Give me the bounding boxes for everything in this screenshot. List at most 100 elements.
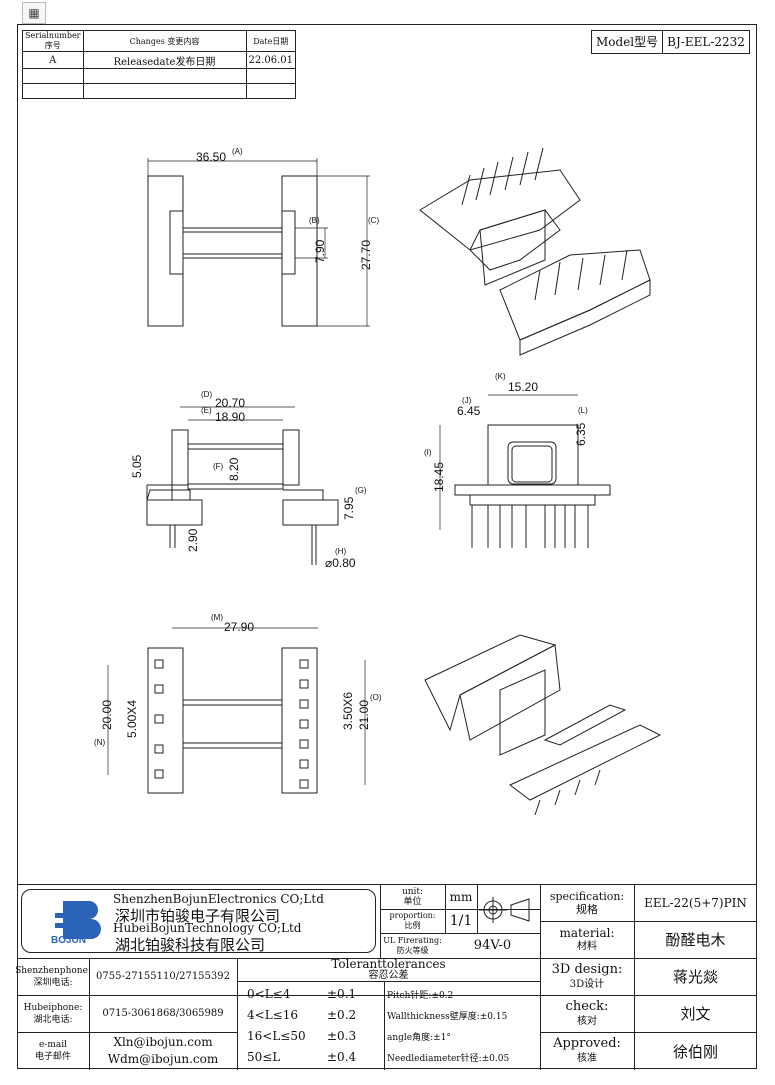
company-en-2: HubeiBojunTechnology CO;Ltd: [113, 921, 302, 935]
tolerance-list: 0<L≤4±0.1 4<L≤16±0.2 16<L≤50 ±0.3 50≤L ±0.…: [247, 984, 382, 1068]
email-cell: Xln@ibojun.com Wdm@ibojun.com: [89, 1032, 237, 1070]
projection-symbol: [479, 895, 535, 925]
dim-a-value: 36.50: [196, 150, 227, 164]
email-label-cn: 电子邮件: [34, 1052, 71, 1062]
tolerance-title-cn: 容忍公差: [368, 969, 409, 981]
dim-j-value: 6.45: [457, 404, 481, 418]
dim-f-value: 8.20: [227, 457, 241, 481]
dim-n-tag: (N): [94, 738, 106, 747]
check-value: 刘文: [680, 1005, 711, 1023]
spec-label-cell: specification: 规格: [540, 885, 634, 921]
dim-d-value: 20.70: [215, 396, 246, 410]
dim-k-value: 15.20: [508, 380, 539, 394]
dim-pitch-left: 5.00X4: [125, 699, 139, 738]
dim-c-tag: (C): [368, 216, 380, 225]
dim-g-value: 7.95: [342, 496, 356, 520]
tolerance-title: Toleranttolerances: [331, 956, 446, 971]
proportion-value: 1/1: [449, 913, 473, 929]
material-value: 酚醛电木: [665, 931, 726, 949]
top-view: [147, 158, 370, 327]
bojun-logo: [55, 897, 105, 949]
design-label: 3D design:: [551, 961, 623, 977]
sz-phone-label: Shenzhenphone:: [15, 965, 91, 976]
angle-note: angle角度:±1°: [387, 1033, 451, 1043]
fire-label-cn: 防火等级: [396, 945, 429, 955]
model-value: BJ-EEL-2232: [662, 31, 749, 53]
unit-value: mm: [449, 890, 473, 904]
bottom-view: [107, 627, 366, 794]
hb-phone: 0715-3061868/3065989: [102, 1008, 224, 1019]
rev-cell-empty: [245, 83, 297, 99]
tolerance-row: 4<L≤16±0.2: [247, 1005, 382, 1026]
dim-m-value: 27.90: [224, 620, 255, 634]
dim-pitch-right: 3.50X6: [341, 691, 355, 730]
spec-label-cn: 规格: [576, 903, 598, 916]
dim-d-tag: (D): [201, 390, 213, 399]
rev-cell-empty: [82, 83, 247, 99]
isometric-view-bottom: [424, 634, 662, 816]
company-en-1: ShenzhenBojunElectronics CO;Ltd: [113, 892, 324, 906]
dim-o-value: 21.00: [357, 699, 371, 730]
dim-c-value: 27.70: [359, 239, 373, 270]
tolerance-notes: Pitch针距:±0.2 Wallthickness壁厚度:±0.15 angl…: [387, 986, 539, 1070]
dim-b-tag: (B): [309, 216, 320, 225]
dim-a-tag: (A): [232, 147, 243, 156]
fire-value: 94V-0: [473, 938, 512, 953]
dim-f-tag: (F): [213, 462, 224, 471]
design-label-cell: 3D design: 3D设计: [540, 958, 634, 995]
hb-phone-label-cell: Hubeiphone: 湖北电话:: [17, 995, 89, 1032]
dim-l-tag: (L): [578, 406, 588, 415]
tolerance-row: 0<L≤4±0.1: [247, 984, 382, 1005]
design-label-cn: 3D设计: [569, 978, 605, 990]
model-box: Model型号 BJ-EEL-2232: [591, 30, 750, 54]
document-icon[interactable]: ▦: [22, 2, 46, 24]
tolerance-value: ±0.3: [327, 1029, 357, 1043]
email-label-cell: e-mail 电子邮件: [17, 1032, 89, 1070]
unit-label-cell: unit: 单位: [380, 885, 445, 909]
tolerance-range: 16<L≤50: [247, 1029, 306, 1043]
fire-label-cell: UL Firerating: 防火等级: [380, 933, 445, 958]
tolerance-value: ±0.1: [327, 987, 357, 1001]
pitch-note: Pitch针距:±0.2: [387, 991, 454, 1001]
company-box: [21, 889, 376, 953]
logo-text: BOJUN: [51, 935, 87, 946]
email-2[interactable]: Wdm@ibojun.com: [107, 1052, 219, 1066]
dim-j-tag: (J): [462, 396, 472, 405]
email-label: e-mail: [38, 1040, 68, 1050]
email-1[interactable]: Xln@ibojun.com: [113, 1035, 213, 1049]
dim-505-value: 5.05: [130, 454, 144, 478]
sz-phone: 0755-27155110/27155392: [96, 971, 230, 982]
dim-k-tag: (K): [495, 372, 506, 381]
design-value: 蒋光燚: [672, 968, 718, 986]
side-view: [439, 394, 611, 548]
dim-e-value: 18.90: [215, 410, 246, 424]
approved-value: 徐伯刚: [672, 1042, 718, 1061]
company-cn-1: 深圳市铂骏电子有限公司: [115, 907, 281, 925]
isometric-view-top: [419, 147, 651, 356]
model-label: Model型号: [596, 35, 659, 49]
dim-o-tag: (O): [370, 693, 382, 702]
dim-i-tag: (I): [424, 448, 432, 457]
tolerance-range: 50≤L: [247, 1050, 281, 1064]
revision-table: Serialnumber序号 Changes 变更内容 Date日期 A Rel…: [22, 30, 297, 99]
tolerance-row: 16<L≤50 ±0.3: [247, 1026, 382, 1047]
title-block: BOJUN ShenzhenBojunElectronics CO;Ltd 深圳…: [15, 884, 757, 1070]
fire-label: UL Firerating:: [383, 935, 442, 945]
check-label-cell: check: 核对: [540, 995, 634, 1032]
dim-m-tag: (M): [211, 613, 223, 622]
bojun-logo-icon: [55, 901, 101, 939]
material-label-cell: material: 材料: [540, 921, 634, 958]
tolerance-row: 50≤L ±0.4: [247, 1047, 382, 1068]
tolerance-value: ±0.4: [327, 1050, 357, 1064]
dim-e-tag: (E): [201, 406, 212, 415]
needle-note: Needlediameter针径:±0.05: [387, 1054, 510, 1064]
unit-label: unit:: [401, 887, 424, 897]
company-cn-2: 湖北铂骏科技有限公司: [115, 936, 266, 954]
check-label-cn: 核对: [577, 1015, 597, 1027]
dim-l-value: 6.35: [574, 422, 588, 446]
drawing-frame: [17, 24, 757, 1069]
hb-phone-label: Hubeiphone:: [23, 1002, 83, 1013]
sz-phone-label-cn: 深圳电话:: [33, 977, 73, 988]
approved-label-cn: 核准: [577, 1053, 597, 1064]
projection-symbol-icon: [479, 897, 530, 923]
